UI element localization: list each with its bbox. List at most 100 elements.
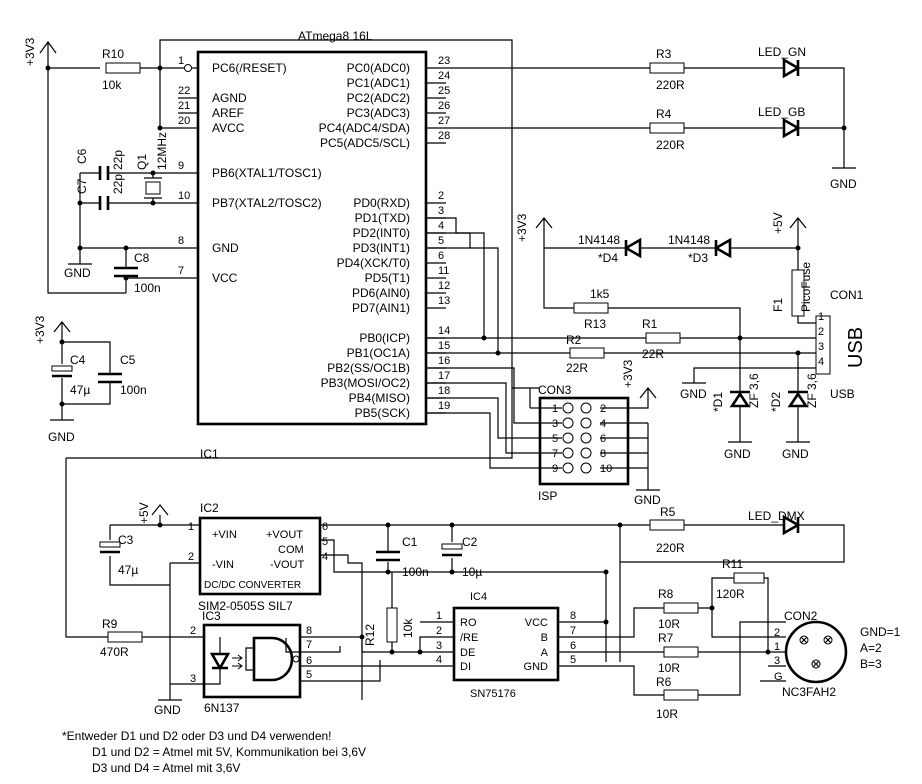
con2-pin-1: 1 (774, 641, 780, 653)
r9-value: 470R (100, 645, 129, 659)
v33-label-usb: +3V3 (515, 213, 529, 242)
v33-label-top: +3V3 (23, 37, 37, 66)
ic4-pin-name-8: VCC (525, 617, 548, 629)
isp-pin-6: 6 (600, 433, 606, 445)
r4-name: R4 (656, 107, 672, 121)
ic4-pin-num-7: 7 (570, 625, 576, 637)
ic2-pin-mvin: -VIN (212, 559, 234, 571)
ic4-pin-name-7: B (541, 632, 548, 644)
f1-value: PicoFuse (799, 262, 813, 312)
gnd-label-3: GND (48, 430, 75, 444)
usb-pin-2: 2 (818, 326, 824, 338)
r5-name: R5 (660, 505, 676, 519)
c4-value: 47µ (70, 383, 90, 397)
mcu-pin-name-3: PD1(TXD) (355, 211, 410, 225)
mcu-pin-num-10: 10 (178, 190, 190, 202)
xlr-connector-con2: CON2 NC3FAH2 2 1 3 G (774, 609, 848, 699)
d3-ref: *D3 (688, 251, 708, 265)
r10-value: 10k (102, 78, 122, 92)
led-gb-label: LED_GB (758, 105, 805, 119)
r6-value: 10R (656, 707, 678, 721)
isp-pin-9: 9 (552, 463, 558, 475)
isp-pin-4: 4 (600, 418, 606, 430)
mcu-ic-label: IC1 (200, 447, 219, 461)
mcu-pin-name-15: PB1(OC1A) (347, 346, 410, 360)
mcu-pin-name-28: PC5(ADC5/SCL) (320, 136, 410, 150)
c6-value: 22p (111, 150, 125, 170)
mcu-pin-num-21: 21 (178, 100, 190, 112)
resistor-r10: R10 10k (102, 47, 184, 131)
mcu-pin-name-6: PD4(XCK/T0) (337, 256, 410, 270)
mcu-pin-name-21: AREF (212, 106, 244, 120)
mcu-pin-num-2: 2 (438, 190, 444, 202)
wire-ic1-bus (65, 388, 513, 638)
con2-pin-g: G (774, 671, 783, 683)
r4-value: 220R (656, 138, 685, 152)
usb-label: USB (845, 327, 867, 368)
d4-name: 1N4148 (578, 233, 620, 247)
gnd-c8: GND C8 100n (64, 245, 178, 295)
mcu-pin-num-13: 13 (438, 295, 450, 307)
dmx-resistors: R8 10R R7 10R R6 10R R11 120R (656, 557, 786, 721)
q1-value: 12MHz (155, 132, 169, 170)
con3-sub: ISP (538, 489, 557, 503)
r1-name: R1 (642, 317, 658, 331)
mcu-pin-num-4: 4 (438, 220, 444, 232)
isp-pin-8: 8 (600, 448, 606, 460)
ic3-pin-5: 5 (306, 669, 312, 681)
mcu-pin-num-18: 18 (438, 385, 450, 397)
con2-pin-2: 2 (774, 627, 780, 639)
ic4-sub: SN75176 (470, 688, 516, 700)
mcu-pin-num-27: 27 (438, 115, 450, 127)
r2-value: 22R (566, 361, 588, 375)
r10-name: R10 (102, 47, 124, 61)
r11-name: R11 (722, 557, 743, 571)
mcu-pin-num-16: 16 (438, 355, 450, 367)
ic4-name: IC4 (470, 591, 487, 603)
mcu-pin-num-3: 3 (438, 205, 444, 217)
mcu-pin-name-11: PD5(T1) (365, 271, 410, 285)
c8-value: 100n (134, 281, 161, 295)
ic4-pin-num-5: 5 (570, 654, 576, 666)
r3-value: 220R (656, 78, 685, 92)
mcu-pin-name-10: PB7(XTAL2/TOSC2) (212, 196, 322, 210)
r1-value: 22R (642, 347, 664, 361)
led-gn-label: LED_GN (758, 45, 806, 59)
mcu-pin-name-9: PB6(XTAL1/TOSC1) (212, 166, 322, 180)
usb-pin-1: 1 (818, 311, 824, 323)
mcu-pin-name-13: PD7(AIN1) (352, 301, 410, 315)
r8-value: 10R (658, 617, 680, 631)
resistor-r9: R9 470R (100, 617, 204, 659)
mcu-pin-num-7: 7 (178, 265, 184, 277)
ic2-title: DC/DC CONVERTER (204, 580, 301, 591)
mcu-pin-name-4: PD2(INT0) (353, 226, 410, 240)
footnotes: *Entweder D1 und D2 oder D3 und D4 verwe… (62, 729, 366, 775)
isp-pin-3: 3 (552, 418, 558, 430)
ic4-pin-name-3: DE (460, 647, 475, 659)
ic2-pin-6: 6 (322, 521, 328, 533)
c5-value: 100n (120, 383, 147, 397)
r12-name: R12 (363, 624, 377, 646)
gnd-label-ic3: GND (154, 703, 181, 717)
mcu-pin-name-5: PD3(INT1) (353, 241, 410, 255)
v5-label-ic2: +5V (137, 502, 151, 524)
legend-gnd: GND=1 (860, 625, 901, 639)
ic2-pin-5: 5 (322, 536, 328, 548)
mcu-title: ATmega8 16L (298, 29, 373, 43)
isp-pin-1: 1 (552, 403, 558, 415)
usb-section: +3V3 1N4148 *D4 1N4148 *D3 +5V F1 PicoFu… (426, 212, 867, 461)
d1-ref: *D1 (711, 392, 725, 412)
mcu-pin-name-1: PC6(/RESET) (212, 61, 287, 75)
mcu-pin-num-12: 12 (438, 280, 450, 292)
r11-value: 120R (716, 587, 745, 601)
r9-name: R9 (102, 617, 118, 631)
mcu-pin-name-17: PB3(MOSI/OC2) (321, 376, 410, 390)
d2-value: ZF 3,6 (805, 373, 819, 408)
ic3-pin-6: 6 (306, 655, 312, 667)
ic2-pin-vout: +VOUT (266, 529, 303, 541)
r8-name: R8 (658, 587, 674, 601)
